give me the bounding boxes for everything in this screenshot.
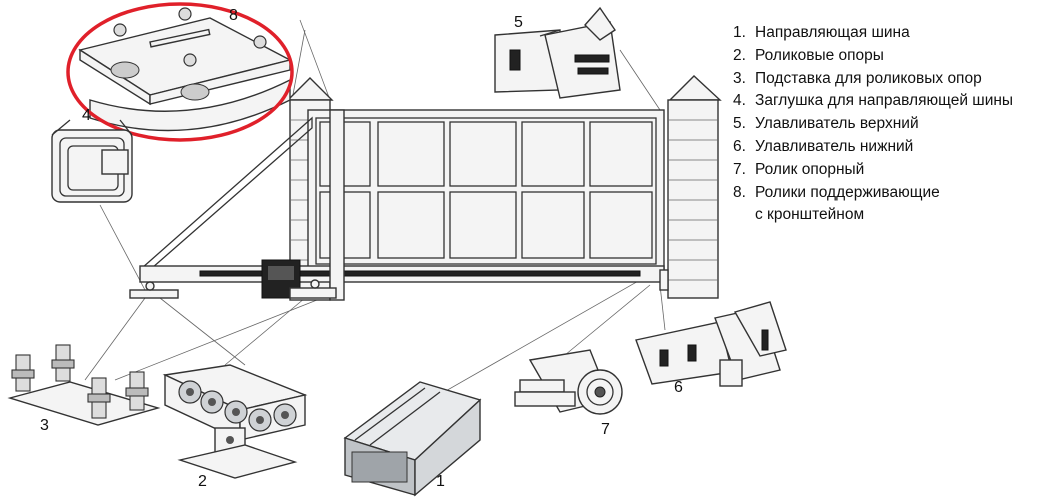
highlight-ellipse [66, 2, 294, 142]
legend: 1.Направляющая шина 2.Роликовые опоры 3.… [733, 22, 1043, 227]
legend-item-continuation: с кронштейном [755, 206, 865, 224]
callout-4: 4 [82, 107, 91, 124]
base-plate [7, 344, 161, 426]
legend-item: 2.Роликовые опоры [733, 46, 884, 64]
callout-5: 5 [514, 14, 523, 31]
lower-catcher [635, 301, 787, 387]
gate-leaf [129, 109, 669, 301]
legend-item: 8.Ролики поддерживающие [733, 183, 940, 201]
legend-item: 3.Подставка для роликовых опор [733, 69, 982, 87]
right-pillar [667, 75, 722, 299]
legend-item: 7.Ролик опорный [733, 160, 865, 178]
callout-1: 1 [436, 473, 445, 490]
upper-catcher [494, 6, 621, 99]
support-roller [514, 349, 623, 415]
callout-6: 6 [674, 379, 683, 396]
callout-2: 2 [198, 473, 207, 490]
callout-8: 8 [229, 7, 238, 24]
end-plug [51, 119, 133, 203]
callout-7: 7 [601, 421, 610, 438]
legend-item: 5.Улавливатель верхний [733, 115, 919, 133]
roller-carriage [162, 364, 308, 479]
callout-3: 3 [40, 417, 49, 434]
legend-item: 6.Улавливатель нижний [733, 137, 914, 155]
legend-item: 4.Заглушка для направляющей шины [733, 92, 1014, 110]
legend-item: 1.Направляющая шина [733, 24, 910, 41]
support-rollers-bracket [78, 7, 292, 132]
guide-rail [343, 381, 482, 497]
